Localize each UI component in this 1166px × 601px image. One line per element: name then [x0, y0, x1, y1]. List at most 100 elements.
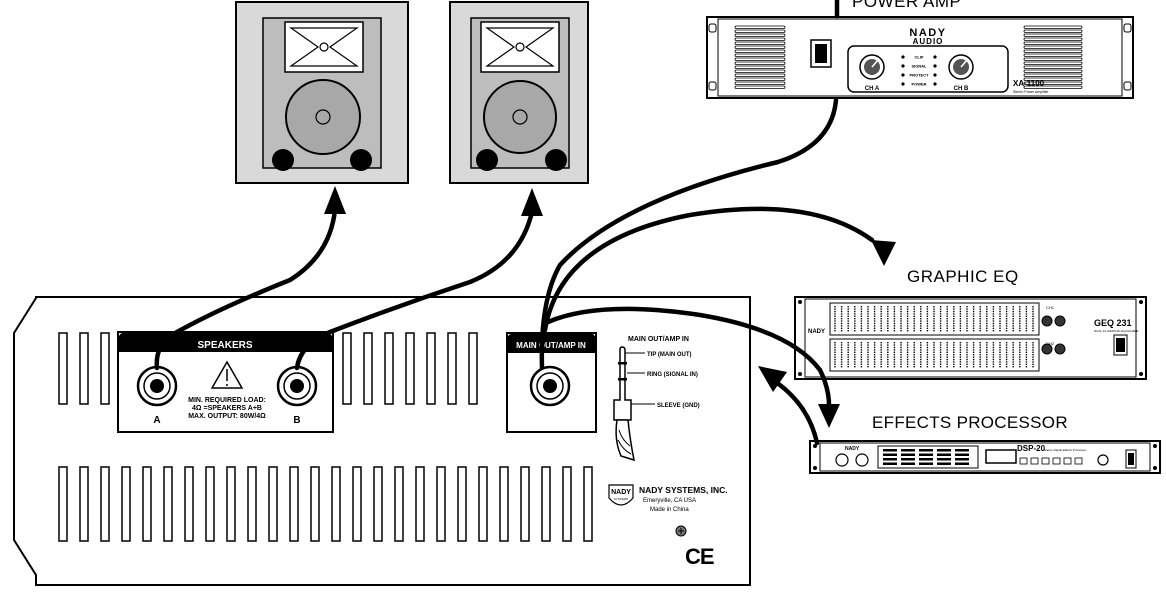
amp-vent-slot [734, 49, 786, 53]
plug-title: MAIN OUT/AMP IN [628, 336, 689, 343]
cable-amp [539, 97, 839, 371]
amp-vent-slot [1023, 45, 1083, 49]
eq-power-switch-icon [1113, 334, 1128, 356]
fx-button [1019, 457, 1028, 465]
speakers-header: SPEAKERS [197, 340, 252, 351]
indicator-led [901, 82, 905, 86]
effects-processor: NADY DSP-20 Stereo Digital Effects Proce… [809, 440, 1161, 474]
vent-slot [457, 466, 467, 542]
knob-icon [859, 54, 885, 80]
sleeve-label: SLEEVE (GND) [657, 403, 700, 409]
panel-vents-bottom [58, 466, 593, 542]
indicator-led [933, 55, 937, 59]
arrow-up-icon [521, 188, 543, 216]
amp-vent-slot [1023, 69, 1083, 73]
speaker-jack-a [136, 365, 178, 407]
vent-slot [79, 332, 89, 405]
amp-vent-slot [1023, 61, 1083, 65]
indicator-led [901, 73, 905, 77]
fx-program-entry [883, 462, 897, 465]
knob-icon [948, 54, 974, 80]
cable-speaker-a [154, 207, 338, 371]
fx-program-entry [955, 449, 969, 452]
port-icon [476, 149, 498, 171]
load-line-1: MIN. REQUIRED LOAD: [188, 397, 266, 404]
ce-mark: CE [685, 544, 714, 569]
fx-program-entry [919, 462, 933, 465]
amp-vent-slot [1023, 37, 1083, 41]
port-icon [545, 149, 567, 171]
vent-slot [268, 466, 278, 542]
indicator-led [933, 64, 937, 68]
indicator-label: PROTECT [909, 73, 929, 78]
vent-slot [447, 332, 457, 405]
amp-vent-slot [1023, 65, 1083, 69]
trs-plug-diagram: MAIN OUT/AMP IN TIP (MAIN OUT) RING (SIG… [613, 336, 700, 462]
amp-brand: NADY [909, 27, 946, 39]
speaker-jack-b [276, 365, 318, 407]
knob-icon [1097, 454, 1109, 466]
amp-ch-b: CH B [954, 86, 969, 92]
vent-slot [499, 466, 509, 542]
vent-slot [142, 466, 152, 542]
fx-program-entry [955, 453, 969, 456]
indicator-led [901, 55, 905, 59]
vent-slot [100, 466, 110, 542]
amp-vent-slot [734, 85, 786, 89]
amp-vent-slot [734, 41, 786, 45]
fx-program-list [883, 449, 969, 465]
fx-button [1063, 457, 1072, 465]
power-amp-label: POWER AMP [852, 0, 961, 11]
cables [154, 0, 875, 446]
amp-vent-slot [734, 37, 786, 41]
jack-a-label: A [153, 415, 160, 426]
fx-program-entry [883, 458, 897, 461]
indicator-led [933, 73, 937, 77]
vent-slot [468, 332, 478, 405]
cable-fx-send [545, 306, 832, 413]
vent-slot [426, 332, 436, 405]
fx-program-entry [901, 462, 915, 465]
fx-program-entry [937, 462, 951, 465]
load-line-3: MAX. OUTPUT: 80W/4Ω [188, 413, 266, 420]
cable-speaker-b [294, 209, 535, 371]
arrow-down-icon [871, 240, 896, 266]
ground-screw-icon [675, 525, 687, 537]
speaker-left [235, 1, 409, 184]
vent-slot [436, 466, 446, 542]
fx-program-entry [955, 462, 969, 465]
fx-button [1074, 457, 1083, 465]
amp-vent-slot [1023, 85, 1083, 89]
vent-slot [415, 466, 425, 542]
amp-vent-slot [734, 53, 786, 57]
vent-slot [405, 332, 415, 405]
woofer-icon [483, 80, 557, 154]
amp-vent-slot [1023, 25, 1083, 29]
eq-ch1: CH1 [1046, 305, 1055, 310]
amp-vent-slot [1023, 29, 1083, 33]
fx-program-entry [919, 449, 933, 452]
vent-slot [352, 466, 362, 542]
port-icon [272, 149, 294, 171]
amp-vents-right [1023, 25, 1083, 89]
amp-vent-slot [734, 81, 786, 85]
vent-slot [583, 466, 593, 542]
amp-vent-slot [734, 73, 786, 77]
arrow-up-icon [324, 186, 346, 214]
amp-power-switch-icon [810, 39, 832, 68]
load-line-2: 4Ω =SPEAKERS A+B [192, 405, 262, 412]
graphic-eq: NADY CH1 CH2 GEQ 231 DUAL 31 GRAPHIC EQU… [794, 296, 1147, 380]
vent-slot [184, 466, 194, 542]
vent-slot [289, 466, 299, 542]
eq-sliders-ch1 [834, 306, 1034, 332]
amp-vent-slot [734, 77, 786, 81]
vent-slot [205, 466, 215, 542]
amp-vent-slot [734, 65, 786, 69]
warning-icon [210, 360, 244, 389]
logo-sub: SYSTEMS [614, 497, 628, 501]
eq-model: GEQ 231 [1094, 318, 1132, 328]
knob-icon [835, 453, 869, 467]
fx-program-entry [919, 458, 933, 461]
